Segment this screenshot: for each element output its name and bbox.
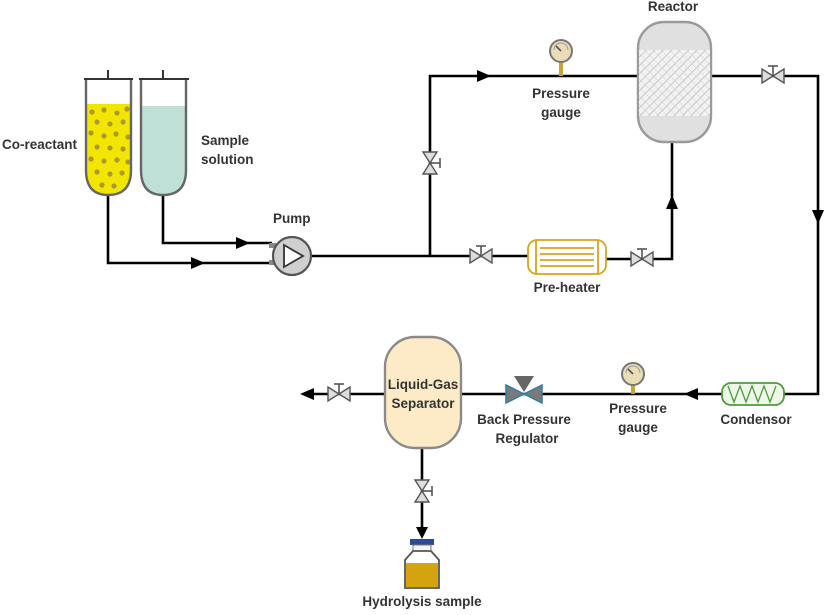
valve-icon: [413, 479, 433, 503]
valve-icon: [630, 248, 654, 268]
label-pump: Pump: [273, 211, 311, 226]
label-pressure-gauge-top-1: Pressure: [532, 86, 590, 101]
valve-icon: [469, 245, 493, 265]
pipe-bypass: [428, 74, 638, 256]
pressure-gauge-icon: [621, 362, 645, 394]
label-sample-line2: solution: [201, 152, 254, 167]
condensor-icon: [721, 382, 785, 406]
valve-icon: [761, 65, 785, 85]
pipe-preheater-to-reactor: [606, 141, 674, 261]
pipe-reactor-out: [711, 74, 820, 396]
arrow-down-right: [812, 210, 824, 224]
arrow-gas-exit: [300, 388, 314, 400]
label-pressure-gauge-bottom-1: Pressure: [609, 401, 667, 416]
arrow-sample-bottle: [416, 527, 428, 539]
label-hydrolysis-sample: Hydrolysis sample: [362, 594, 482, 609]
label-pressure-gauge-top-2: gauge: [541, 105, 581, 120]
co-reactant-vessel: [84, 70, 133, 197]
label-condensor: Condensor: [720, 412, 792, 427]
label-pressure-gauge-bottom-2: gauge: [618, 420, 658, 435]
arrow-bypass: [477, 70, 491, 82]
label-bpr-2: Regulator: [495, 431, 559, 446]
reactor-vessel: [636, 20, 713, 144]
pre-heater-icon: [527, 239, 607, 275]
pressure-gauge-icon: [549, 39, 573, 76]
pipe-sample: [161, 195, 272, 245]
arrow-left-condensor: [684, 388, 698, 400]
label-sample-line1: Sample: [201, 133, 250, 148]
sample-bottle-icon: [404, 539, 440, 589]
label-pre-heater: Pre-heater: [534, 280, 602, 295]
label-separator-1: Liquid-Gas: [388, 377, 459, 392]
arrow-sample: [236, 237, 250, 249]
valve-icon: [421, 151, 441, 175]
label-bpr-1: Back Pressure: [477, 412, 571, 427]
label-separator-2: Separator: [391, 396, 455, 411]
flow-arrows: [191, 70, 824, 539]
label-reactor: Reactor: [648, 0, 699, 14]
valve-icon: [327, 383, 351, 403]
arrow-up-reactor: [666, 195, 678, 209]
pump-icon: [269, 235, 313, 277]
sample-vessel: [139, 70, 189, 197]
arrow-co-reactant: [191, 257, 205, 269]
back-pressure-regulator-icon: [505, 376, 543, 405]
label-co-reactant: Co-reactant: [2, 137, 78, 152]
pipe-co-reactant: [106, 195, 272, 265]
separator-vessel: [383, 335, 463, 450]
